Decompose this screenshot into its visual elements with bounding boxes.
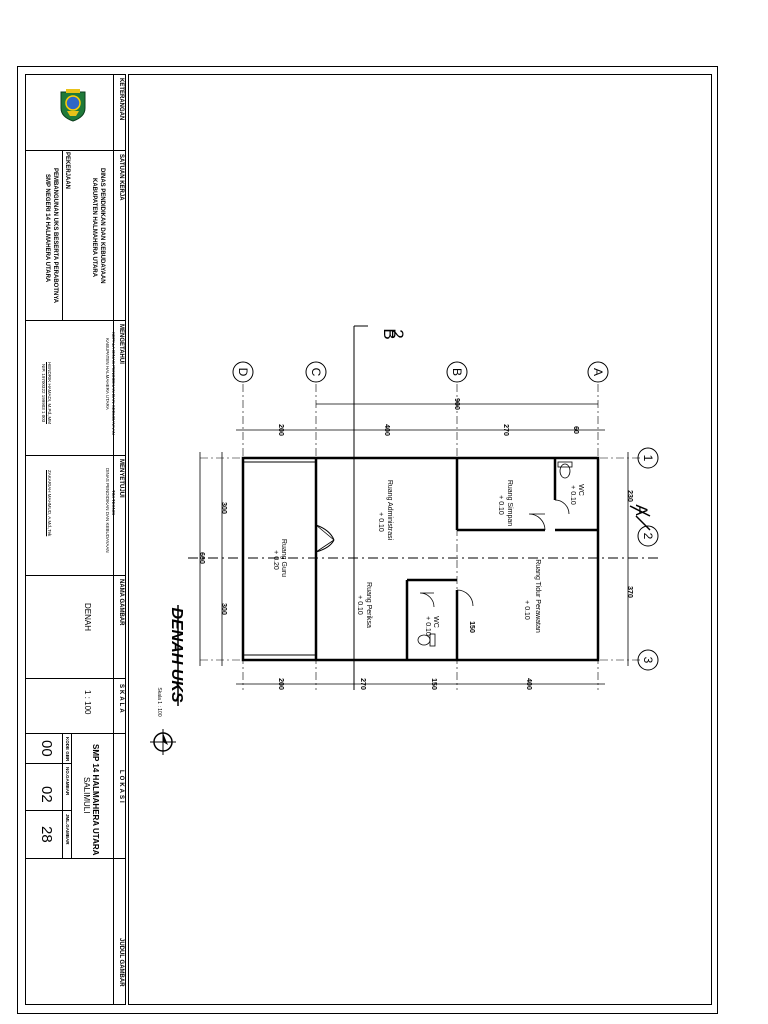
drawing-title: DENAH UKS xyxy=(168,607,185,702)
title-block-divider xyxy=(62,733,63,858)
grid-label-a: A xyxy=(591,368,605,376)
double-door xyxy=(315,524,335,553)
grid-label-b: B xyxy=(450,368,464,376)
sheet-outer-border xyxy=(17,66,718,1014)
room-level: + 0.10 xyxy=(569,485,576,505)
room-ruang-tidur-perawatan: Ruang Tidur Perawatan xyxy=(534,559,541,633)
toilet-fixture xyxy=(417,634,431,646)
dim-bottom: 150 xyxy=(430,678,437,690)
title-block-divider xyxy=(62,150,63,320)
room-level: + 0.10 xyxy=(424,616,431,636)
room-wc: WC xyxy=(577,484,584,496)
drawing-frame xyxy=(128,74,712,1005)
exterior-wall xyxy=(241,456,600,662)
title-block xyxy=(25,74,126,1005)
grid-bubble-2 xyxy=(637,525,659,547)
title-block-rule xyxy=(25,575,126,576)
dim-top: 400 xyxy=(383,424,390,436)
door-periksa xyxy=(456,589,474,607)
dim-bottom: 270 xyxy=(359,678,366,690)
title-block-rule xyxy=(25,150,126,151)
room-wc: WC xyxy=(432,616,439,628)
grid-bubble-a xyxy=(587,361,609,383)
grid-label-3: 3 xyxy=(641,657,655,664)
dim-bottom: 400 xyxy=(525,678,532,690)
grid-bubble-c xyxy=(305,361,327,383)
grid-bubble-d xyxy=(232,361,254,383)
title-block-rule xyxy=(25,810,72,811)
grid-label-1: 1 xyxy=(641,455,655,462)
grid-bubble-1 xyxy=(637,447,659,469)
grid-bubble-b xyxy=(446,361,468,383)
room-ruang-simpan: Ruang Simpan xyxy=(506,480,513,526)
regency-logo xyxy=(58,88,88,122)
title-block-rule xyxy=(25,763,72,764)
dim-right: 230 xyxy=(626,490,633,502)
dim-bottom: 200 xyxy=(277,678,284,690)
room-level: + 0.10 xyxy=(356,595,363,615)
drawing-scale-note: Skala 1 : 100 xyxy=(156,687,162,716)
title-block-divider xyxy=(113,74,114,1005)
room-level: + 0.10 xyxy=(523,600,530,620)
dim-left: 300 xyxy=(220,502,227,514)
door-wc-2 xyxy=(419,592,435,608)
section-label-b: B xyxy=(380,328,399,339)
dim-right: 370 xyxy=(626,586,633,598)
dim-overall-top: 900 xyxy=(453,398,460,410)
dim-left-total: 600 xyxy=(198,552,205,564)
section-label-a: A xyxy=(632,504,651,516)
room-ruang-administrasi: Ruang Administrasi xyxy=(386,480,393,541)
grid-bubble-3 xyxy=(637,649,659,671)
door-wc-1 xyxy=(554,499,570,515)
grid-label-c: C xyxy=(309,368,323,377)
dim-left: 300 xyxy=(220,603,227,615)
title-block-rule xyxy=(25,733,126,734)
grid-label-d: D xyxy=(236,368,250,377)
toilet-fixture xyxy=(559,463,571,479)
title-block-rule xyxy=(25,320,126,321)
title-block-rule xyxy=(25,678,126,679)
dim-top: 270 xyxy=(502,424,509,436)
room-level: + 0.10 xyxy=(497,495,504,515)
room-level: + 0.10 xyxy=(377,512,384,532)
north-arrow-head xyxy=(163,733,168,745)
room-ruang-periksa: Ruang Periksa xyxy=(365,582,372,628)
dim-top: 200 xyxy=(277,424,284,436)
room-ruang-guru: Ruang Guru xyxy=(280,539,287,577)
dim-top: 60 xyxy=(572,426,579,434)
title-block-divider xyxy=(71,733,72,858)
grid-label-2: 2 xyxy=(641,533,655,540)
title-block-rule xyxy=(25,858,126,859)
section-number-b: 2 xyxy=(388,329,407,338)
room-level: + 0.20 xyxy=(272,550,279,570)
door-ruang-simpan xyxy=(528,513,546,531)
title-block-rule xyxy=(25,455,126,456)
dim-inner: 150 xyxy=(468,621,475,633)
